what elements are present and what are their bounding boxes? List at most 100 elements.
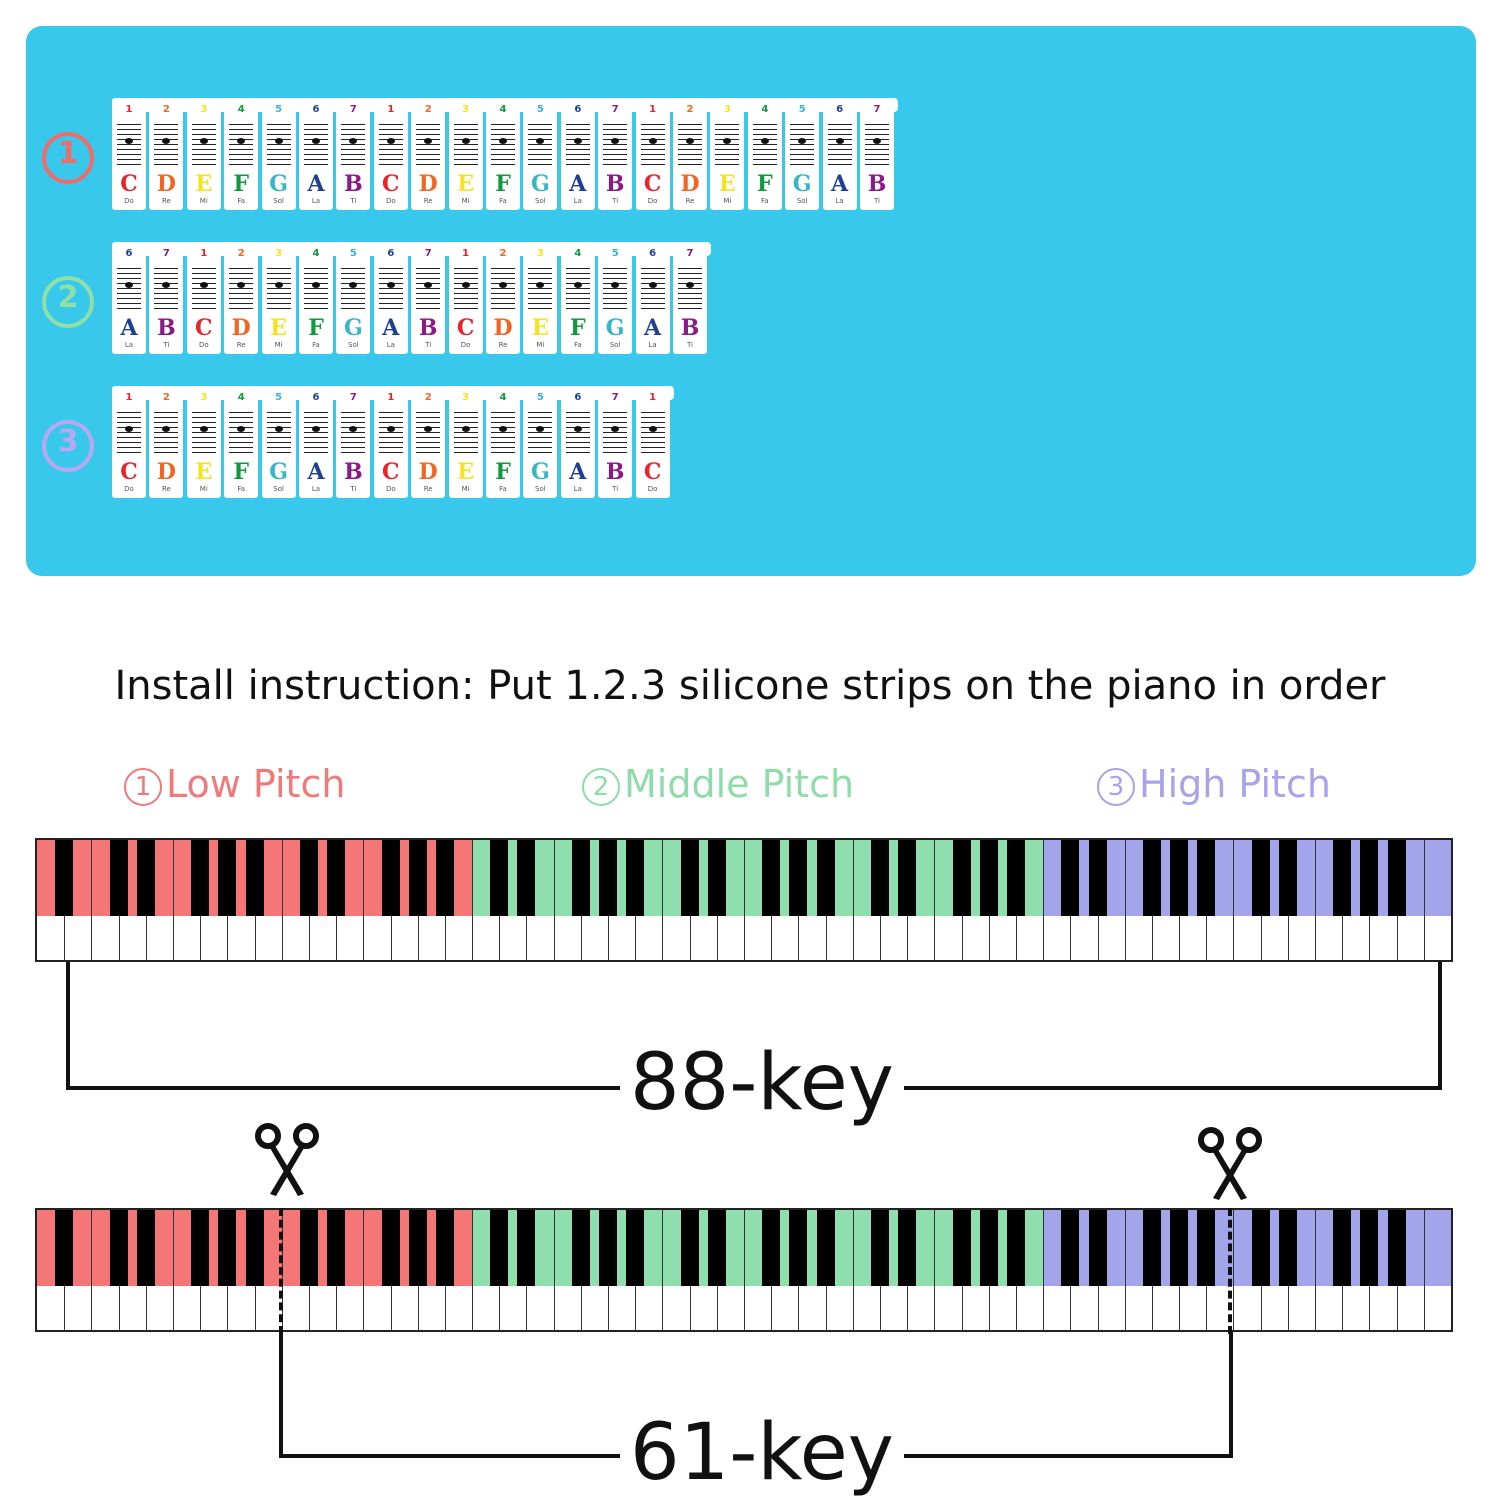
- key-number: 6: [312, 104, 320, 115]
- key-solfege: Mi: [274, 341, 283, 349]
- black-key: [490, 1210, 509, 1286]
- black-key: [245, 840, 264, 916]
- note-icon: [386, 282, 395, 288]
- black-key: [599, 840, 618, 916]
- white-key-divider: [1124, 1210, 1126, 1330]
- key-number: 1: [200, 248, 208, 259]
- black-key: [490, 840, 509, 916]
- white-key-divider: [662, 840, 664, 960]
- black-key: [762, 840, 781, 916]
- note-icon: [274, 138, 283, 144]
- key-letter: D: [680, 171, 700, 197]
- note-icon: [648, 138, 657, 144]
- black-key: [1061, 840, 1080, 916]
- key-letter: C: [643, 171, 662, 197]
- key-letter: C: [643, 459, 662, 485]
- black-key: [952, 840, 971, 916]
- key-number: 1: [462, 248, 470, 259]
- key-letter: D: [418, 171, 438, 197]
- black-key: [1360, 840, 1379, 916]
- key-letter: D: [231, 315, 251, 341]
- key-solfege: Mi: [199, 197, 208, 205]
- key-letter: B: [680, 315, 700, 341]
- note-icon: [461, 282, 470, 288]
- black-key: [599, 1210, 618, 1286]
- key-number: 3: [275, 248, 283, 259]
- note-icon: [760, 138, 769, 144]
- key-solfege: Sol: [796, 197, 808, 205]
- black-key: [1006, 1210, 1025, 1286]
- note-icon: [835, 138, 844, 144]
- key-number: 1: [387, 104, 395, 115]
- key-solfege: La: [648, 341, 657, 349]
- black-key: [707, 840, 726, 916]
- note-icon: [573, 138, 582, 144]
- key-solfege: Do: [124, 197, 134, 205]
- black-key: [1088, 1210, 1107, 1286]
- key-letter: E: [719, 171, 736, 197]
- key-number: 6: [574, 392, 582, 403]
- middle-zone: [472, 1210, 1044, 1286]
- black-key: [898, 840, 917, 916]
- key-solfege: Ti: [873, 197, 880, 205]
- key-number: 2: [424, 104, 432, 115]
- key-letter: C: [120, 459, 138, 485]
- note-icon: [386, 138, 395, 144]
- black-key: [191, 1210, 210, 1286]
- black-key: [979, 840, 998, 916]
- key-number: 3: [200, 104, 208, 115]
- key-number: 7: [686, 248, 694, 259]
- black-key: [136, 840, 155, 916]
- black-key: [789, 1210, 808, 1286]
- key-letter: F: [233, 171, 249, 197]
- key-number: 6: [649, 248, 657, 259]
- white-key-divider: [1423, 840, 1425, 960]
- note-icon: [237, 138, 246, 144]
- key-number: 2: [237, 248, 245, 259]
- key-solfege: Mi: [199, 485, 208, 493]
- black-key: [1061, 1210, 1080, 1286]
- note-icon: [162, 282, 171, 288]
- key-solfege: Re: [423, 485, 433, 493]
- key-number: 6: [125, 248, 133, 259]
- key-solfege: Fa: [237, 485, 246, 493]
- key-solfege: Fa: [573, 341, 582, 349]
- key-letter: D: [156, 171, 176, 197]
- key-letter: F: [495, 171, 511, 197]
- key-number: 2: [499, 248, 507, 259]
- note-icon: [536, 282, 545, 288]
- black-key: [952, 1210, 971, 1286]
- white-key-divider: [744, 1210, 745, 1330]
- note-icon: [611, 282, 620, 288]
- note-icon: [499, 138, 507, 144]
- key-number: 7: [873, 104, 881, 115]
- key-number: 4: [312, 248, 320, 259]
- key-letter: E: [195, 459, 213, 485]
- note-icon: [237, 426, 246, 432]
- key-solfege: Mi: [461, 197, 470, 205]
- black-key: [1278, 1210, 1297, 1286]
- key-number: 5: [275, 392, 283, 403]
- key-solfege: La: [835, 197, 844, 205]
- key-number: 2: [162, 392, 170, 403]
- key-solfege: Ti: [686, 341, 693, 349]
- key-letter: A: [569, 459, 587, 485]
- key-solfege: Do: [385, 485, 396, 493]
- key-number: 5: [275, 104, 283, 115]
- key-solfege: Do: [124, 485, 134, 493]
